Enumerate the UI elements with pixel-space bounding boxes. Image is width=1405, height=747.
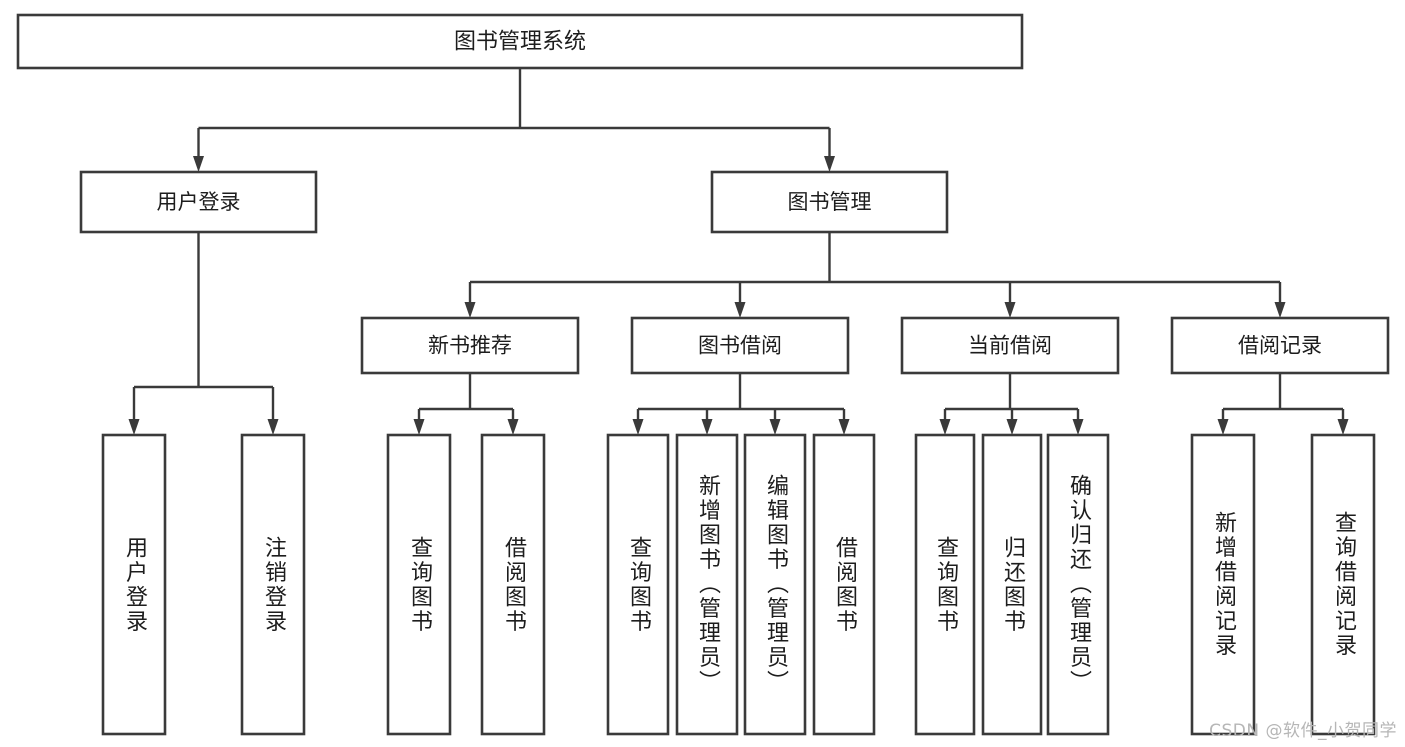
node-label-borrow-record: 借阅记录: [1238, 334, 1322, 358]
node-box-leaf-logout[interactable]: [240, 433, 306, 736]
arrow-book-borrow-0: [632, 419, 644, 435]
watermark: CSDN @软件_小贺同学: [1209, 721, 1397, 741]
arrow-book-borrow-3: [838, 419, 850, 435]
node-box-leaf-edit-book[interactable]: [743, 433, 807, 736]
node-box-leaf-query-book-1[interactable]: [386, 433, 452, 736]
arrow-new-book-recommend-0: [413, 419, 425, 435]
node-box-book-manage[interactable]: [710, 170, 949, 234]
arrow-borrow-record-0: [1217, 419, 1229, 435]
node-box-leaf-confirm-return[interactable]: [1046, 433, 1110, 736]
node-box-leaf-add-book[interactable]: [675, 433, 739, 736]
arrow-current-borrow-2: [1072, 419, 1084, 435]
node-box-leaf-add-record[interactable]: [1190, 433, 1256, 736]
node-box-leaf-query-book-3[interactable]: [914, 433, 976, 736]
arrow-root-1: [824, 156, 835, 172]
node-label-book-borrow: 图书借阅: [698, 334, 782, 358]
node-box-book-borrow[interactable]: [630, 316, 850, 375]
arrow-user-login-0: [128, 419, 140, 435]
arrow-root-0: [193, 156, 204, 172]
arrow-user-login-1: [267, 419, 279, 435]
arrow-borrow-record-1: [1337, 419, 1349, 435]
arrow-book-manage-3: [1274, 302, 1286, 318]
arrow-book-borrow-1: [701, 419, 713, 435]
node-box-root[interactable]: [16, 13, 1024, 70]
node-label-current-borrow: 当前借阅: [968, 334, 1052, 358]
node-box-leaf-user-login[interactable]: [101, 433, 167, 736]
node-label-new-book-recommend: 新书推荐: [428, 334, 512, 358]
node-label-book-manage: 图书管理: [788, 190, 872, 214]
arrow-book-manage-2: [1004, 302, 1016, 318]
arrow-new-book-recommend-1: [507, 419, 519, 435]
node-box-borrow-record[interactable]: [1170, 316, 1390, 375]
arrow-book-manage-0: [464, 302, 476, 318]
node-label-root: 图书管理系统: [454, 30, 586, 55]
node-box-current-borrow[interactable]: [900, 316, 1120, 375]
connector-layer: [128, 68, 1349, 435]
node-label-user-login: 用户登录: [157, 190, 241, 214]
node-box-layer: [16, 13, 1390, 736]
arrow-book-manage-1: [734, 302, 746, 318]
node-box-leaf-return-book[interactable]: [981, 433, 1043, 736]
node-box-leaf-borrow-book-1[interactable]: [480, 433, 546, 736]
node-box-user-login[interactable]: [79, 170, 318, 234]
node-box-leaf-query-book-2[interactable]: [606, 433, 670, 736]
arrow-current-borrow-1: [1006, 419, 1018, 435]
arrow-book-borrow-2: [769, 419, 781, 435]
arrow-current-borrow-0: [939, 419, 951, 435]
node-box-leaf-borrow-book-2[interactable]: [812, 433, 876, 736]
node-box-new-book-recommend[interactable]: [360, 316, 580, 375]
node-box-leaf-query-record[interactable]: [1310, 433, 1376, 736]
